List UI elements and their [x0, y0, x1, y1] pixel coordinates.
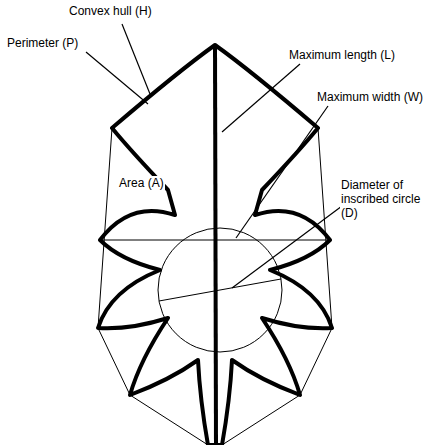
part-label: Convex hull (H) [68, 4, 153, 18]
maximum-length-line [215, 45, 216, 445]
leader-line [122, 24, 150, 94]
part-label: Perimeter (P) [6, 36, 79, 50]
inscribed-circle [158, 228, 282, 352]
leader-line [232, 206, 342, 288]
convex-hull [98, 45, 332, 445]
part-label: Diameter of inscribed circle (D) [340, 178, 440, 220]
leaf-perimeter [98, 45, 332, 445]
leader-line [86, 52, 148, 104]
part-label: Maximum width (W) [316, 90, 424, 104]
leader-line [222, 64, 300, 132]
leader-line [236, 106, 328, 238]
part-label: Maximum length (L) [288, 48, 396, 62]
diameter-line [159, 279, 281, 301]
part-label: Area (A) [118, 176, 165, 190]
